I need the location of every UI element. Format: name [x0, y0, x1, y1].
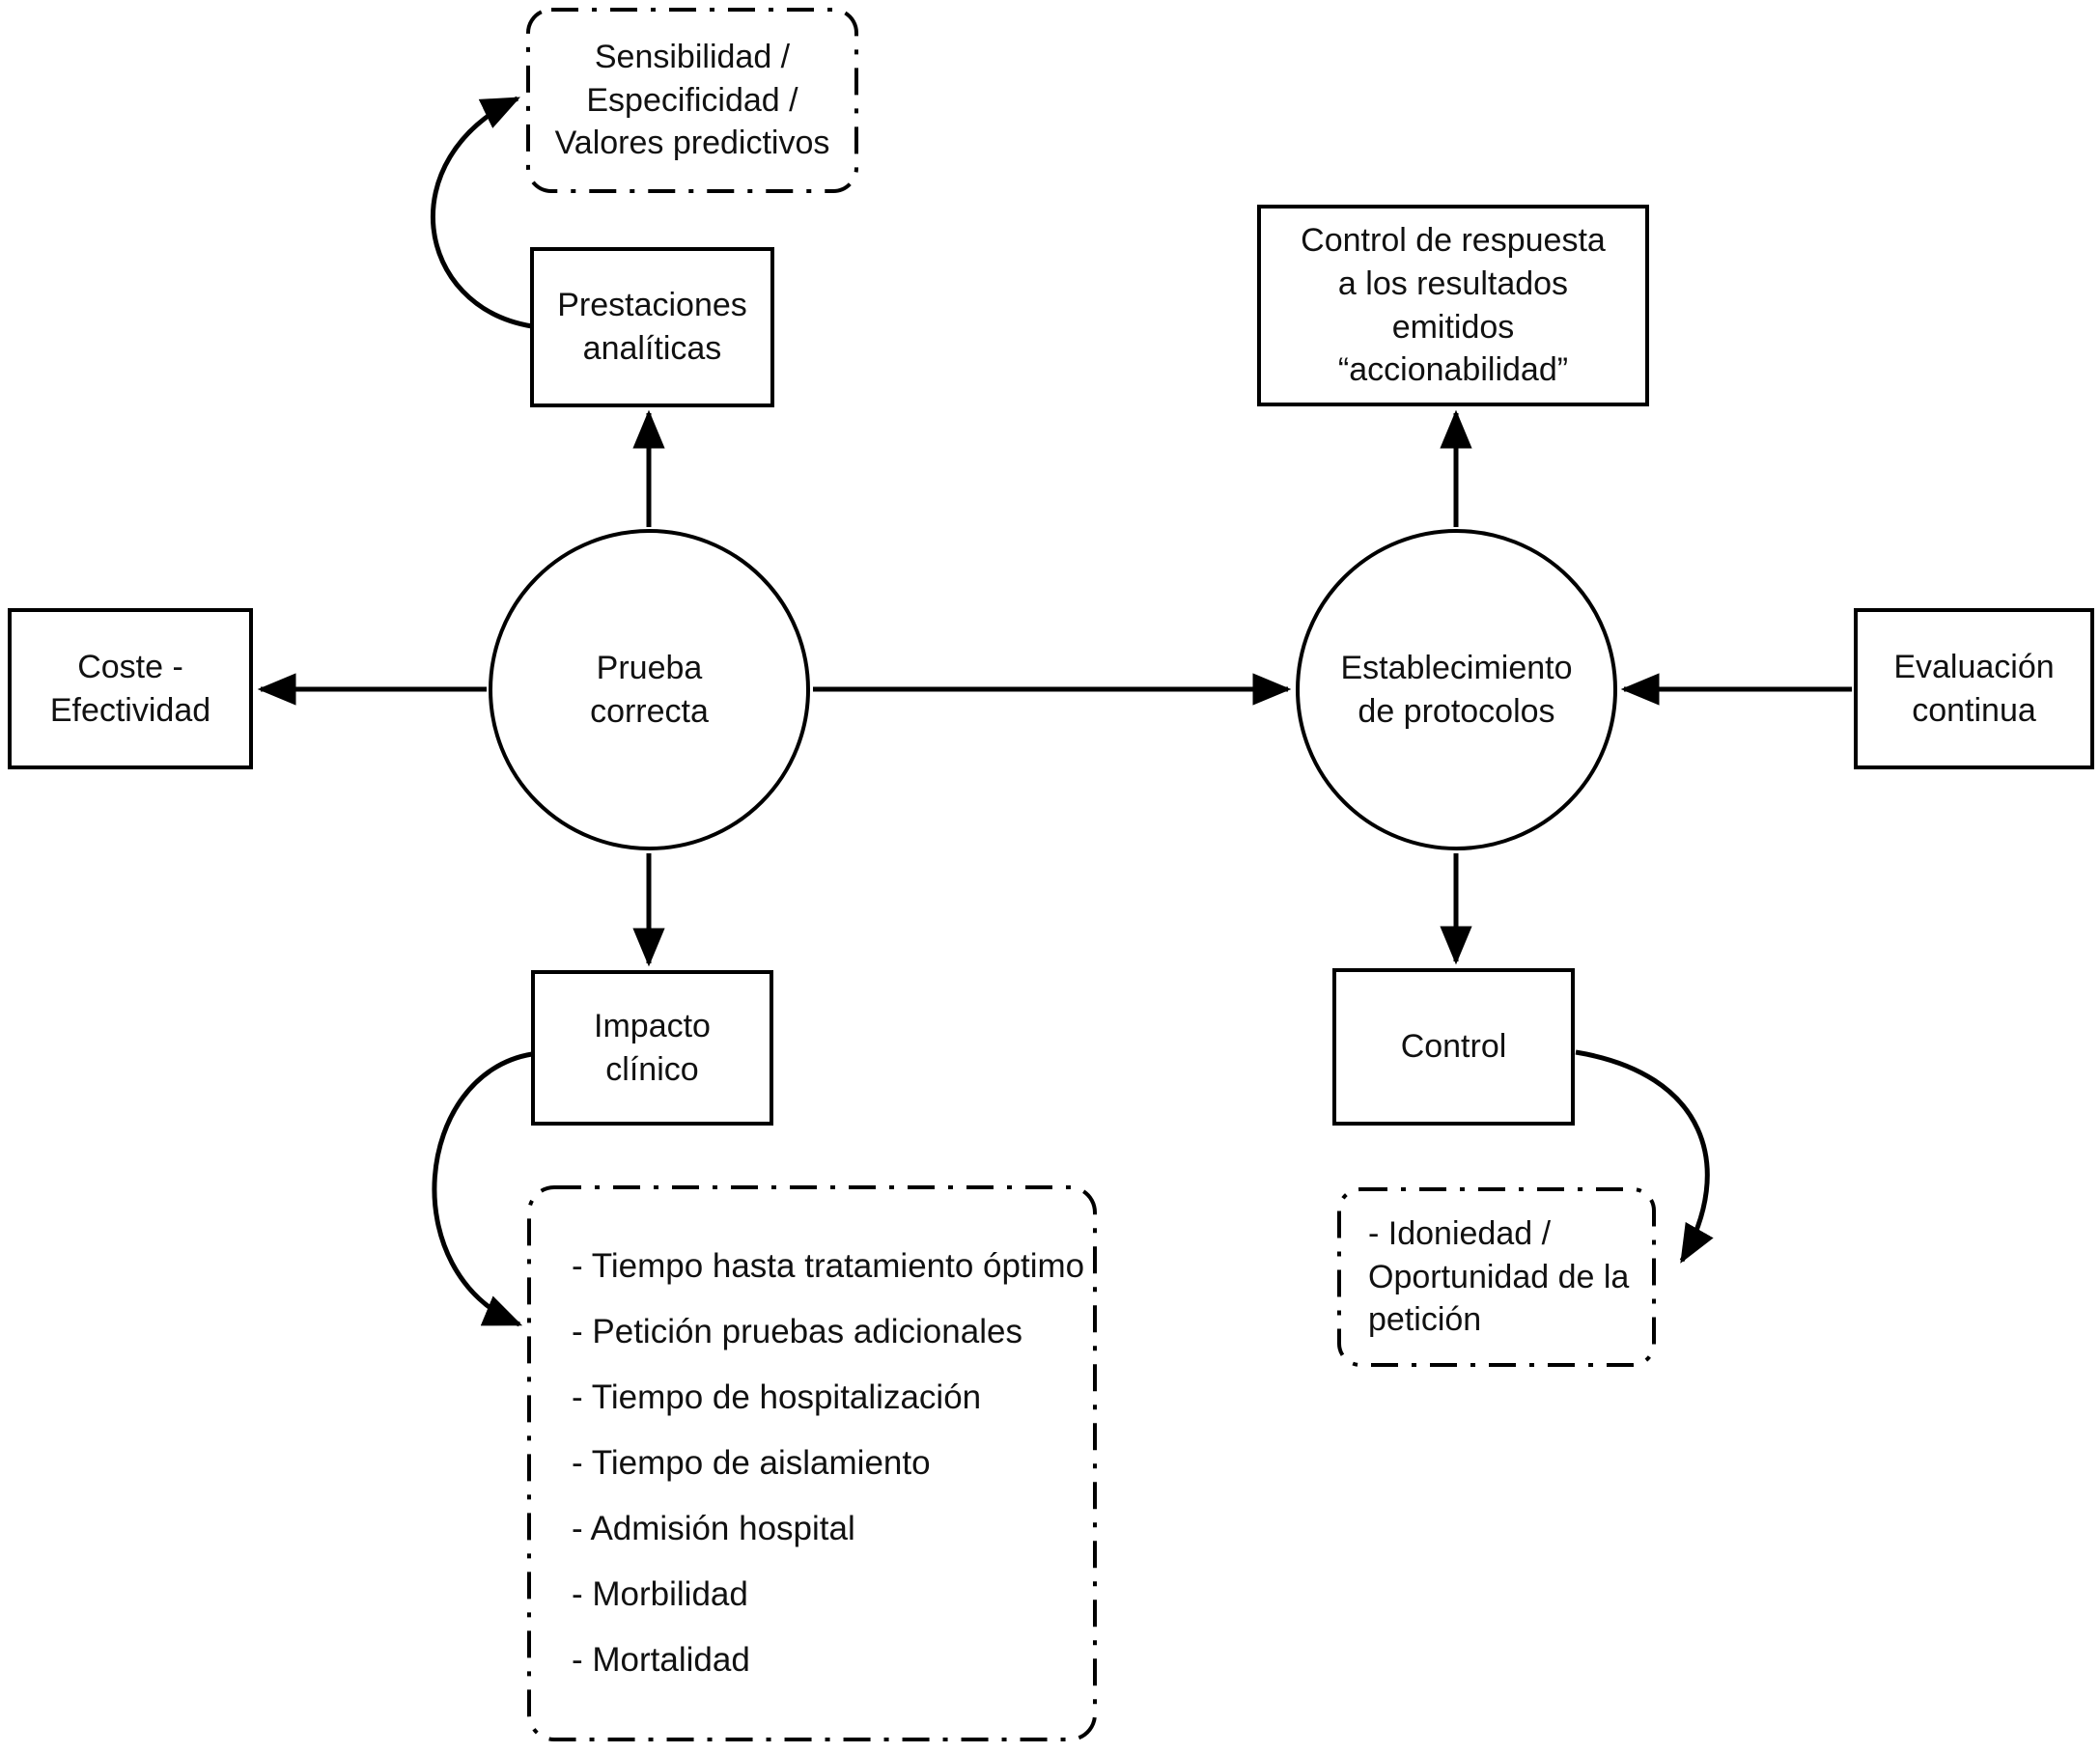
arrow-control-to-idoneidad: [1575, 1049, 1714, 1264]
node-idoneidad-oportunidad: - Idoniedad / Oportunidad de la petición: [1368, 1214, 1630, 1339]
node-coste-efectividad: Coste - Efectividad: [8, 608, 253, 769]
impact-list-item: - Petición pruebas adicionales: [572, 1313, 1022, 1350]
impact-list-item: - Tiempo de aislamiento: [572, 1444, 931, 1482]
impact-list-item: - Admisión hospital: [572, 1510, 855, 1547]
node-establecimiento-protocolos: Establecimiento de protocolos: [1296, 529, 1617, 850]
node-control-respuesta-accionabilidad: Control de respuesta a los resultados em…: [1257, 205, 1649, 406]
impact-list-item: - Tiempo hasta tratamiento óptimo: [572, 1247, 1085, 1285]
sensibilidad-box-border: [526, 8, 858, 193]
node-evaluacion-continua: Evaluación continua: [1854, 608, 2094, 769]
node-sensibilidad-especificidad: Sensibilidad / Especificidad / Valores p…: [554, 38, 830, 162]
impact-list-item: - Mortalidad: [572, 1641, 750, 1679]
idoneidad-box-border: [1337, 1187, 1656, 1367]
impact-list-item: - Morbilidad: [572, 1575, 748, 1613]
impact-list: - Tiempo hasta tratamiento óptimo - Peti…: [529, 1187, 1095, 1739]
arrow-impacto-to-impact-list: [432, 1051, 533, 1327]
arrow-prestaciones-to-sensibilidad: [431, 96, 533, 329]
node-prestaciones-analiticas: Prestaciones analíticas: [530, 247, 774, 407]
node-control: Control: [1332, 968, 1575, 1126]
impact-list-box-border: [527, 1185, 1097, 1741]
impact-list-item: - Tiempo de hospitalización: [572, 1378, 982, 1416]
node-impacto-clinico: Impacto clínico: [531, 970, 773, 1126]
node-prueba-correcta: Prueba correcta: [489, 529, 810, 850]
